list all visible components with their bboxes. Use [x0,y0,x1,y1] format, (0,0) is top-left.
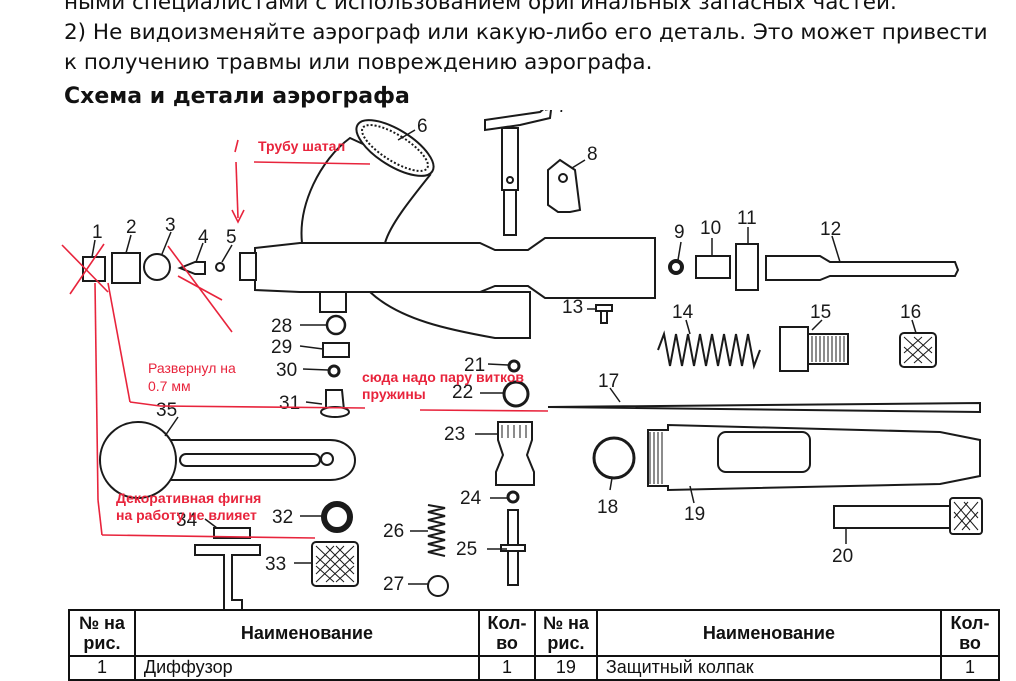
callout-30: 30 [276,360,297,381]
cell-number: 1 [68,655,136,681]
callout-31: 31 [279,393,300,414]
annotation-decor-line1: Декоративная фигня [116,490,261,506]
callout-19: 19 [684,504,705,525]
callout-32: 32 [272,507,293,528]
callout-14: 14 [672,302,694,323]
cell-number-2: 19 [533,655,598,681]
callout-15: 15 [810,302,831,323]
airbrush-handle [367,291,531,339]
header-quantity-2: Кол- во [940,609,1000,657]
callout-17: 17 [598,371,619,392]
intro-line-2: 2) Не видоизменяйте аэрограф или какую-л… [64,20,988,45]
callout-12: 12 [820,219,841,240]
callout-34: 34 [176,510,198,531]
hose-fitting-34 [194,544,261,610]
annotation-tube-bent: Трубу шатал [258,138,345,154]
header-name-2: Наименование [595,609,943,657]
header-name: Наименование [133,609,481,657]
cell-name: Диффузор [133,655,481,681]
callout-8: 8 [587,144,598,165]
wrench-35 [160,439,357,481]
cell-quantity: 1 [478,655,536,681]
intro-line-1: ными специалистами с использованием ориг… [64,0,897,15]
callout-2: 2 [126,217,137,238]
header-quantity: Кол- во [478,609,536,657]
callout-1: 1 [92,222,103,243]
callout-24: 24 [460,488,482,509]
callout-13: 13 [562,297,583,318]
callout-4: 4 [198,227,209,248]
callout-16: 16 [900,302,921,323]
part-8-lever-guide [547,158,582,213]
spring-26 [427,504,446,557]
callout-6: 6 [417,116,428,137]
callout-27: 27 [383,574,404,595]
section-heading: Схема и детали аэрографа [64,84,410,109]
spring-14 [657,330,761,370]
annotation-spring-line2: пружины [362,386,426,402]
parts-table: № на рис. Наименование Кол- во № на рис.… [68,609,1000,681]
header-number: № на рис. [68,609,136,657]
callout-23: 23 [444,424,465,445]
callout-21: 21 [464,355,485,376]
cell-quantity-2: 1 [940,655,1000,681]
cell-name-2: Защитный колпак [595,655,943,681]
callout-25: 25 [456,539,477,560]
valve-23 [495,421,535,486]
table-row: 1 Диффузор 1 19 Защитный колпак 1 [68,655,1000,681]
callout-7: 7 [557,110,568,117]
handle-19 [647,423,981,492]
intro-text: ными специалистами с использованием ориг… [64,0,1014,78]
header-number-2: № на рис. [533,609,598,657]
callout-20: 20 [832,546,853,567]
callout-3: 3 [165,215,176,236]
callout-5: 5 [226,227,237,248]
annotation-spring-line1: сюда надо пару витков [362,369,524,385]
trigger-lever [484,110,553,132]
callout-10: 10 [700,218,721,239]
airbrush-diagram: 1 2 3 4 5 6 7 8 9 10 11 12 13 14 15 16 1… [61,110,983,610]
annotation-unscrewed-line1: Развернул на [148,360,236,376]
callout-22: 22 [452,382,473,403]
annotation-decor-line2: на работу не влияет [116,507,257,523]
callout-11: 11 [737,208,757,229]
table-header-row: № на рис. Наименование Кол- во № на рис.… [68,609,1000,657]
callout-9: 9 [674,222,685,243]
callout-28: 28 [271,316,292,337]
callout-35: 35 [156,400,177,421]
callout-26: 26 [383,521,404,542]
annotation-unscrewed-line2: 0.7 мм [148,378,191,394]
callout-18: 18 [597,497,618,518]
callout-33: 33 [265,554,286,575]
callout-29: 29 [271,337,292,358]
airbrush-body [254,237,656,299]
needle-17 [547,401,981,414]
intro-line-3: к получению травмы или повреждению аэрог… [64,50,653,75]
